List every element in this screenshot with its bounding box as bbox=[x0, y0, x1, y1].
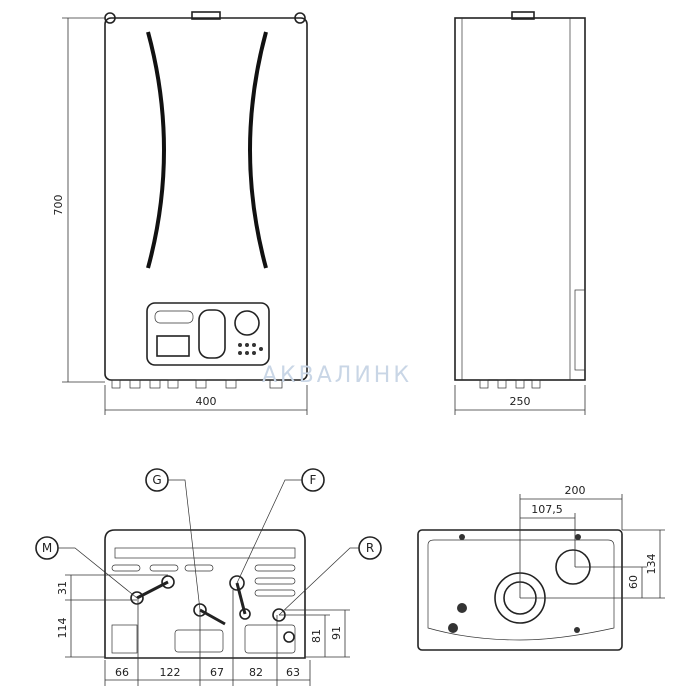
dim-label: 60 bbox=[627, 575, 640, 589]
dim-label: 107,5 bbox=[531, 503, 563, 516]
side-view: 250 bbox=[454, 11, 586, 415]
bottom-view: G F M R 66 122 67 82 63 31 114 81 91 bbox=[35, 468, 382, 686]
dim-label: 66 bbox=[115, 666, 129, 679]
dim-label: 81 bbox=[310, 629, 323, 643]
dim-label: 67 bbox=[210, 666, 224, 679]
depth-dimension-label: 250 bbox=[510, 395, 531, 408]
callout-label: R bbox=[366, 541, 374, 555]
dim-label: 114 bbox=[56, 618, 69, 639]
control-knob bbox=[234, 310, 260, 336]
callout-label: G bbox=[152, 473, 161, 487]
dim-label: 82 bbox=[249, 666, 263, 679]
front-decor-curve-right bbox=[248, 31, 268, 269]
dim-label: 91 bbox=[330, 626, 343, 640]
dim-label: 63 bbox=[286, 666, 300, 679]
top-view: 200 107,5 134 60 bbox=[417, 484, 665, 651]
dim-label: 31 bbox=[56, 581, 69, 595]
display-screen bbox=[156, 335, 190, 357]
front-decor-curve-left bbox=[146, 31, 166, 269]
callout-m: M bbox=[35, 536, 138, 599]
height-dimension-label: 700 bbox=[52, 195, 65, 216]
callout-f: F bbox=[236, 468, 325, 584]
dim-label: 122 bbox=[160, 666, 181, 679]
front-view: 700 400 bbox=[52, 11, 308, 415]
dim-label: 200 bbox=[565, 484, 586, 497]
callout-label: M bbox=[42, 541, 52, 555]
callout-r: R bbox=[278, 536, 382, 616]
watermark: АКВАЛИНК bbox=[262, 363, 412, 388]
dim-label: 134 bbox=[645, 554, 658, 575]
control-panel bbox=[146, 302, 270, 366]
width-dimension-label: 400 bbox=[196, 395, 217, 408]
callout-label: F bbox=[310, 473, 317, 487]
callout-g: G bbox=[145, 468, 201, 611]
